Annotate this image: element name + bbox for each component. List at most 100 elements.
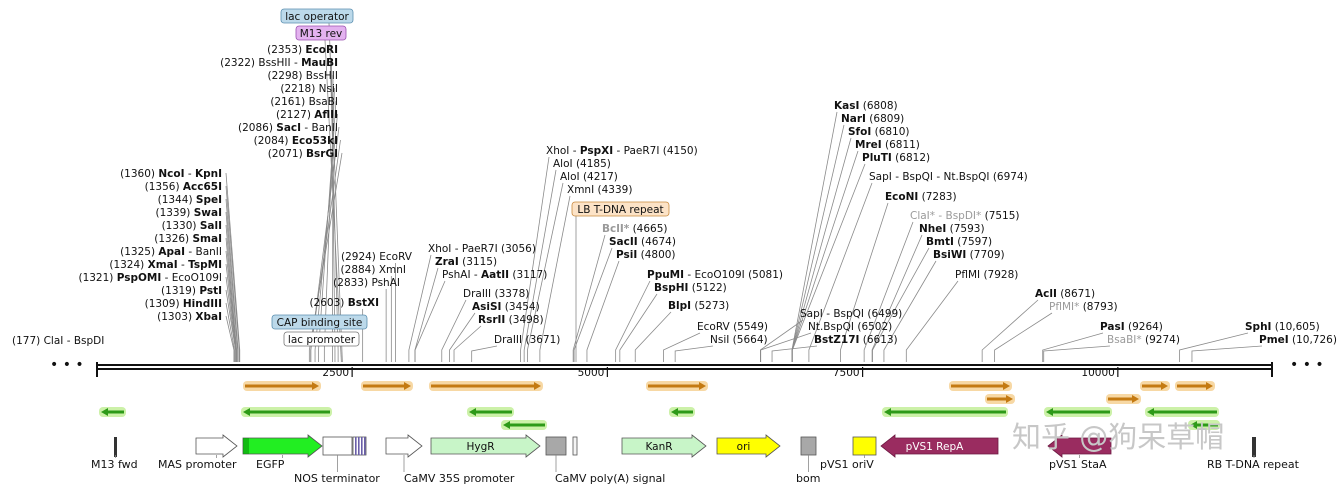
site-label-nari: NarI (6809)	[841, 113, 904, 125]
site-leader	[1042, 332, 1104, 362]
site-label-part: SalI	[200, 220, 222, 232]
site-label-part: XmaI	[148, 259, 178, 271]
site-leader	[994, 312, 1053, 362]
site-label-part: KpnI	[195, 168, 222, 180]
feature-bom-label: bom	[796, 472, 820, 485]
site-label-part: EcoRV	[697, 321, 731, 333]
site-leader	[308, 152, 343, 362]
site-label-part: AflII	[314, 109, 338, 121]
site-label-part: (6502)	[854, 321, 892, 333]
orf-13	[671, 408, 693, 416]
ruler-tick-label: 2500	[322, 367, 349, 379]
feature-camv-poly-a-signal	[545, 436, 567, 456]
site-label-clai-bspdi: (177) ClaI - BspDI	[12, 335, 104, 347]
site-label-ecorv: (2924) EcoRV	[341, 251, 413, 263]
site-label-bsshii: (2298) BssHII	[268, 70, 339, 82]
site-label-part: (2161)	[270, 96, 308, 108]
feature-lac-region-stripe	[358, 437, 360, 455]
site-label-part: XmnI	[567, 184, 594, 196]
site-label-part: EcoRV	[379, 251, 413, 263]
site-label-aloi: AloI (4185)	[553, 158, 611, 170]
site-label-part: SphI	[1245, 321, 1271, 333]
site-leader	[527, 182, 564, 362]
feature-pvs1-repa-label: pVS1 RepA	[906, 441, 964, 453]
site-label-bcli: BclI* (4665)	[602, 223, 668, 235]
feature-nos-terminator-label: NOS terminator	[294, 472, 380, 485]
site-label-part: (1360)	[120, 168, 158, 180]
site-label-part: (6809)	[866, 113, 904, 125]
orf-17	[503, 421, 545, 429]
orf-1	[245, 382, 319, 390]
orf-3	[431, 382, 541, 390]
site-label-part: (7709)	[966, 249, 1004, 261]
site-label-part: - BanII	[301, 122, 338, 134]
site-label-part: (8793)	[1079, 301, 1117, 313]
site-leader	[520, 156, 550, 362]
site-label-part: (7928)	[980, 269, 1018, 281]
feature-hygr	[430, 434, 541, 458]
site-label-blpi: BlpI (5273)	[668, 300, 729, 312]
site-label-bmti: BmtI (7597)	[926, 236, 992, 248]
site-leader	[771, 345, 818, 362]
site-leader	[449, 312, 476, 362]
site-label-part: (6974)	[990, 171, 1028, 183]
site-leader	[225, 198, 239, 362]
site-label-part: BsiWI	[933, 249, 966, 261]
orf-6	[1142, 382, 1168, 390]
site-leader	[225, 302, 235, 362]
site-label-part: -	[178, 259, 188, 271]
site-label-part: (1344)	[158, 194, 196, 206]
site-label-part: (4185)	[573, 158, 611, 170]
site-label-part: SacII	[609, 236, 638, 248]
orf-11	[243, 408, 330, 416]
site-label-part: SwaI	[194, 207, 222, 219]
site-label-part: (8671)	[1057, 288, 1095, 300]
site-leader	[573, 247, 613, 362]
feature-camv-poly-a-signal-label: CaMV poly(A) signal	[555, 472, 665, 485]
feature-bom	[800, 436, 817, 456]
site-label-xhoi-paer7i: XhoI - PaeR7I (3056)	[428, 243, 536, 255]
site-label-part: ZraI	[435, 256, 459, 268]
site-label-part: TspMI	[188, 259, 222, 271]
site-label-part: PasI	[1100, 321, 1125, 333]
site-label-part: PshAI -	[442, 269, 481, 281]
site-label-part: (7593)	[946, 223, 984, 235]
site-leader	[791, 163, 866, 362]
site-label-part: (1321)	[78, 272, 116, 284]
site-label-part: NarI	[841, 113, 866, 125]
site-label-part: (3498)	[505, 314, 543, 326]
site-label-part: SpeI	[196, 194, 222, 206]
site-label-econi: EcoNI (7283)	[885, 191, 957, 203]
feature-leader	[328, 22, 343, 363]
orf-10	[101, 408, 124, 416]
site-label-part: (6810)	[871, 126, 909, 138]
feature-m13-fwd-label: M13 fwd	[91, 458, 138, 471]
ruler-right-ellipsis: • • •	[1290, 357, 1324, 373]
site-label-part: (5081)	[745, 269, 783, 281]
feature-pvs1-staa-label: pVS1 StaA	[1049, 458, 1107, 471]
site-label-xmni: XmnI (4339)	[567, 184, 632, 196]
site-label-spei: (1344) SpeI	[158, 194, 222, 206]
site-label-part: PflMI*	[1049, 301, 1079, 313]
orf-8	[987, 395, 1013, 403]
site-leader	[225, 185, 240, 362]
site-label-nsii: NsiI (5664)	[710, 334, 768, 346]
feature-ori-label: ori	[737, 441, 751, 453]
site-label-ecori: (2353) EcoRI	[267, 44, 338, 56]
feature-mas-promoter	[195, 434, 238, 458]
site-label-sali: (1330) SalI	[162, 220, 222, 232]
site-label-part: BlpI	[668, 300, 691, 312]
feature-egfp	[242, 434, 323, 458]
site-label-part: ApaI	[158, 246, 185, 258]
feature-ori	[716, 434, 781, 458]
site-leader	[225, 224, 238, 362]
orf-7	[1177, 382, 1213, 390]
site-leader	[634, 311, 672, 362]
site-label-part: (9264)	[1125, 321, 1163, 333]
orf-15	[1046, 408, 1110, 416]
site-label-bsabi: (2161) BsaBI	[270, 96, 338, 108]
site-leader	[329, 48, 339, 362]
site-label-part: (1303)	[157, 311, 195, 323]
site-label-part: Acc65I	[183, 181, 222, 193]
